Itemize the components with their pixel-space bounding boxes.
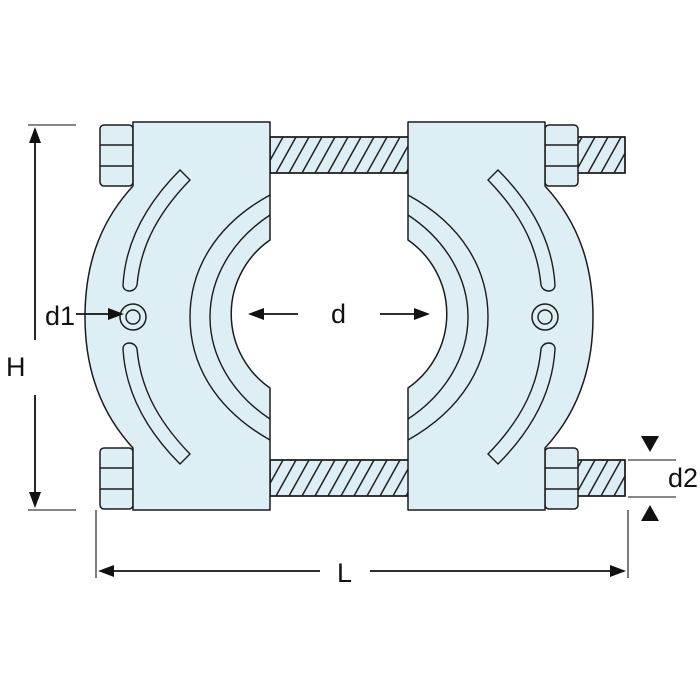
thread-line [314, 460, 336, 496]
thread-line [640, 137, 660, 173]
thread-line [366, 137, 388, 173]
thread-line [301, 460, 323, 496]
thread-line [366, 460, 388, 496]
left-hole-icon [119, 303, 147, 331]
thread-line [314, 137, 336, 173]
thread-line [613, 151, 625, 173]
right-top-nut-icon [544, 124, 579, 187]
rod-label: d2 [668, 463, 698, 493]
thread-line [288, 137, 310, 173]
thread-line [600, 137, 622, 173]
thread-line [653, 137, 673, 173]
thread-line [587, 460, 609, 496]
thread-line [353, 137, 375, 173]
thread-line [613, 474, 625, 496]
length-dimension [95, 510, 629, 578]
thread-line [379, 137, 401, 173]
hole-dimension [76, 308, 124, 320]
opening-dimension [248, 308, 430, 320]
height-label: H [6, 352, 26, 382]
thread-line [270, 460, 284, 485]
thread-line [301, 137, 323, 173]
thread-line [270, 137, 284, 162]
left-jaw [84, 121, 271, 511]
length-label: L [337, 558, 352, 588]
height-dimension [28, 124, 76, 511]
thread-line [627, 460, 647, 496]
hole-label: d1 [45, 301, 75, 331]
thread-line [327, 137, 349, 173]
opening-label: d [331, 299, 346, 329]
thread-line [627, 137, 647, 173]
right-bottom-nut-icon [544, 447, 579, 510]
thread-line [275, 460, 297, 496]
right-jaw [407, 121, 594, 511]
thread-line [340, 137, 362, 173]
thread-line [327, 460, 349, 496]
thread-line [353, 460, 375, 496]
left-bottom-nut-icon [99, 447, 134, 510]
thread-line [640, 460, 660, 496]
thread-line [600, 460, 622, 496]
thread-line [288, 460, 310, 496]
rod-dimension [628, 436, 676, 521]
thread-line [340, 460, 362, 496]
thread-line [379, 460, 401, 496]
thread-line [587, 137, 609, 173]
right-hole-icon [531, 303, 559, 331]
left-top-nut-icon [99, 124, 134, 187]
thread-line [275, 137, 297, 173]
